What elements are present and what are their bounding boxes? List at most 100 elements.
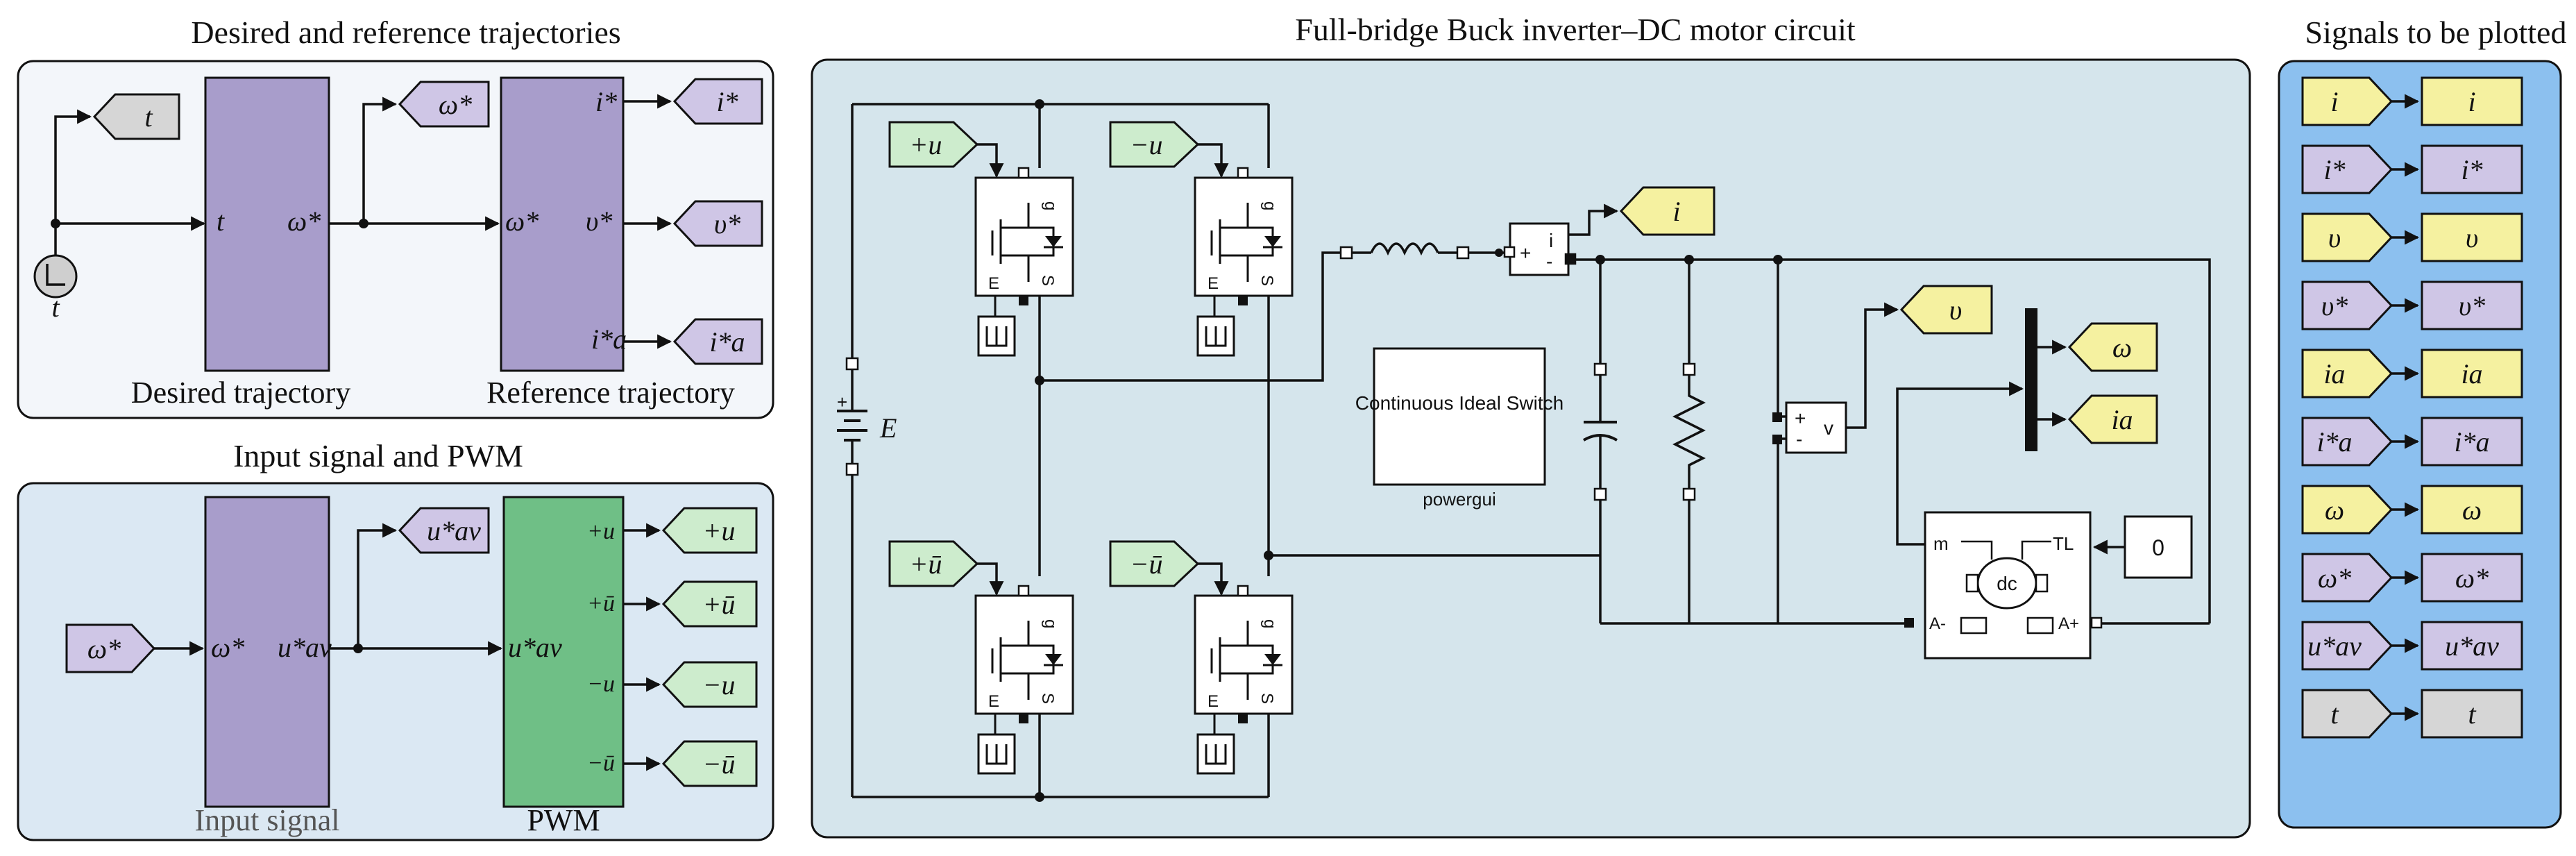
caption-reference: Reference trajectory <box>486 376 735 410</box>
mosfet-symbol <box>1210 621 1274 700</box>
goto-tag-i-measured-label: i <box>1672 196 1680 227</box>
mosfet-s-label: S <box>1257 693 1276 704</box>
signal-from-label: i*a <box>2316 426 2352 458</box>
goto-tag-ia-measured <box>2067 394 2158 444</box>
goto-tag-ia-ref <box>672 318 763 365</box>
from-tag-omega-ref <box>65 623 156 673</box>
from-tag-q3-label: +ū <box>910 548 942 580</box>
signal-scope-block <box>2421 349 2523 398</box>
goto-tag-i-ref <box>672 78 763 125</box>
signal-from-tag <box>2301 76 2393 126</box>
current-sensor-minus: - <box>1546 251 1552 272</box>
signal-scope-label: i <box>2468 86 2475 117</box>
goto-tag-v-measured <box>1899 285 1993 335</box>
title-input-pwm: Input signal and PWM <box>233 438 523 473</box>
mosfet-drain-port <box>1237 167 1249 179</box>
goto-tag-omega-ref <box>398 81 490 128</box>
goto-tag-omega-measured <box>2067 322 2158 372</box>
signal-from-tag <box>2301 621 2393 671</box>
title-desired-reference: Desired and reference trajectories <box>191 15 620 50</box>
demux-bar <box>2025 308 2037 451</box>
mosfet-diode <box>1045 654 1062 665</box>
motor-m-port: m <box>1933 533 1949 554</box>
pwm-block <box>502 496 625 808</box>
goto-tag-ia-measured-label: ia <box>2111 404 2133 435</box>
from-tag-omega-ref-label: ω* <box>87 633 121 664</box>
goto-tag-omega-measured-label: ω <box>2112 332 2132 363</box>
mosfet-source-port <box>1238 296 1248 305</box>
goto-tag-v-ref <box>672 200 763 247</box>
motor-tl-port: TL <box>2053 533 2074 554</box>
ground-symbol <box>985 326 1008 347</box>
goto-tag-minus-ubar <box>661 740 758 787</box>
signal-row: υ* υ* <box>2301 280 2523 330</box>
current-sensor-out: i <box>1549 230 1553 251</box>
caption-pwm: PWM <box>527 803 600 837</box>
from-tag-q2-label: −u <box>1130 129 1163 160</box>
goto-tag-plus-ubar-label: +ū <box>703 589 736 620</box>
mosfet-gate-label: g <box>1041 201 1060 210</box>
signal-scope-label: t <box>2468 698 2476 730</box>
signal-from-tag <box>2301 280 2393 330</box>
mosfet-e-label: E <box>988 692 999 711</box>
signal-scope-block <box>2421 212 2523 262</box>
caption-input-signal: Input signal <box>195 803 340 837</box>
voltage-sensor-plus: + <box>1795 408 1806 429</box>
signal-scope-block <box>2421 144 2523 194</box>
signal-from-tag <box>2301 417 2393 467</box>
voltage-sensor <box>1772 401 1847 454</box>
goto-tag-plus-u-label: +u <box>703 515 736 546</box>
pwm-block-out1: +u <box>587 519 615 544</box>
clock-block <box>33 254 78 299</box>
ground-symbol <box>1205 744 1227 765</box>
constant-block <box>2124 515 2193 579</box>
signal-from-tag <box>2301 144 2393 194</box>
signal-from-label: ω <box>2325 494 2344 526</box>
desired-block-in: t <box>217 205 225 237</box>
goto-tag-minus-ubar-label: −ū <box>703 748 736 780</box>
goto-tag-minus-u-label: −u <box>703 669 736 700</box>
signal-from-label: i* <box>2323 154 2345 185</box>
mosfet-symbol <box>991 203 1055 282</box>
signal-scope-block <box>2421 76 2523 126</box>
signal-scope-label: υ* <box>2459 290 2485 321</box>
mosfet-drain-port <box>1237 585 1249 597</box>
signal-scope-label: υ <box>2466 222 2478 253</box>
mosfet-gate-label: g <box>1260 619 1279 628</box>
powergui-block: Continuous Ideal Switch <box>1355 347 1564 486</box>
mosfet-e-label: E <box>1208 692 1219 711</box>
signal-from-tag <box>2301 689 2393 739</box>
reference-block-out3: i*a <box>591 324 627 355</box>
goto-tag-plus-u <box>661 507 758 554</box>
mosfet-s-label: S <box>1038 275 1057 286</box>
goto-tag-uav-label: u*av <box>427 515 481 546</box>
mosfet-source-port <box>1238 714 1248 723</box>
goto-tag-ia-ref-label: i*a <box>709 326 745 358</box>
signal-from-label: υ* <box>2321 290 2348 321</box>
mosfet-q1: gS E <box>974 167 1074 357</box>
pwm-block-out4: −ū <box>587 750 615 776</box>
signal-scope-label: i* <box>2461 154 2482 185</box>
voltage-sensor-out: v <box>1824 417 1833 439</box>
goto-tag-t <box>92 93 180 140</box>
current-sensor <box>1503 222 1577 276</box>
mosfet-drain-port <box>1017 167 1030 179</box>
mosfet-e-label: E <box>988 274 999 293</box>
goto-tag-i-measured <box>1619 186 1715 236</box>
signal-from-label: υ <box>2328 222 2341 253</box>
goto-tag-v-ref-label: υ* <box>714 208 740 240</box>
title-circuit: Full-bridge Buck inverter–DC motor circu… <box>1295 12 1856 47</box>
mosfet-s-label: S <box>1038 693 1057 704</box>
pwm-block-out2: +ū <box>587 591 615 616</box>
from-tag-q3-plus-ubar <box>888 540 979 587</box>
inductor <box>1339 242 1470 260</box>
